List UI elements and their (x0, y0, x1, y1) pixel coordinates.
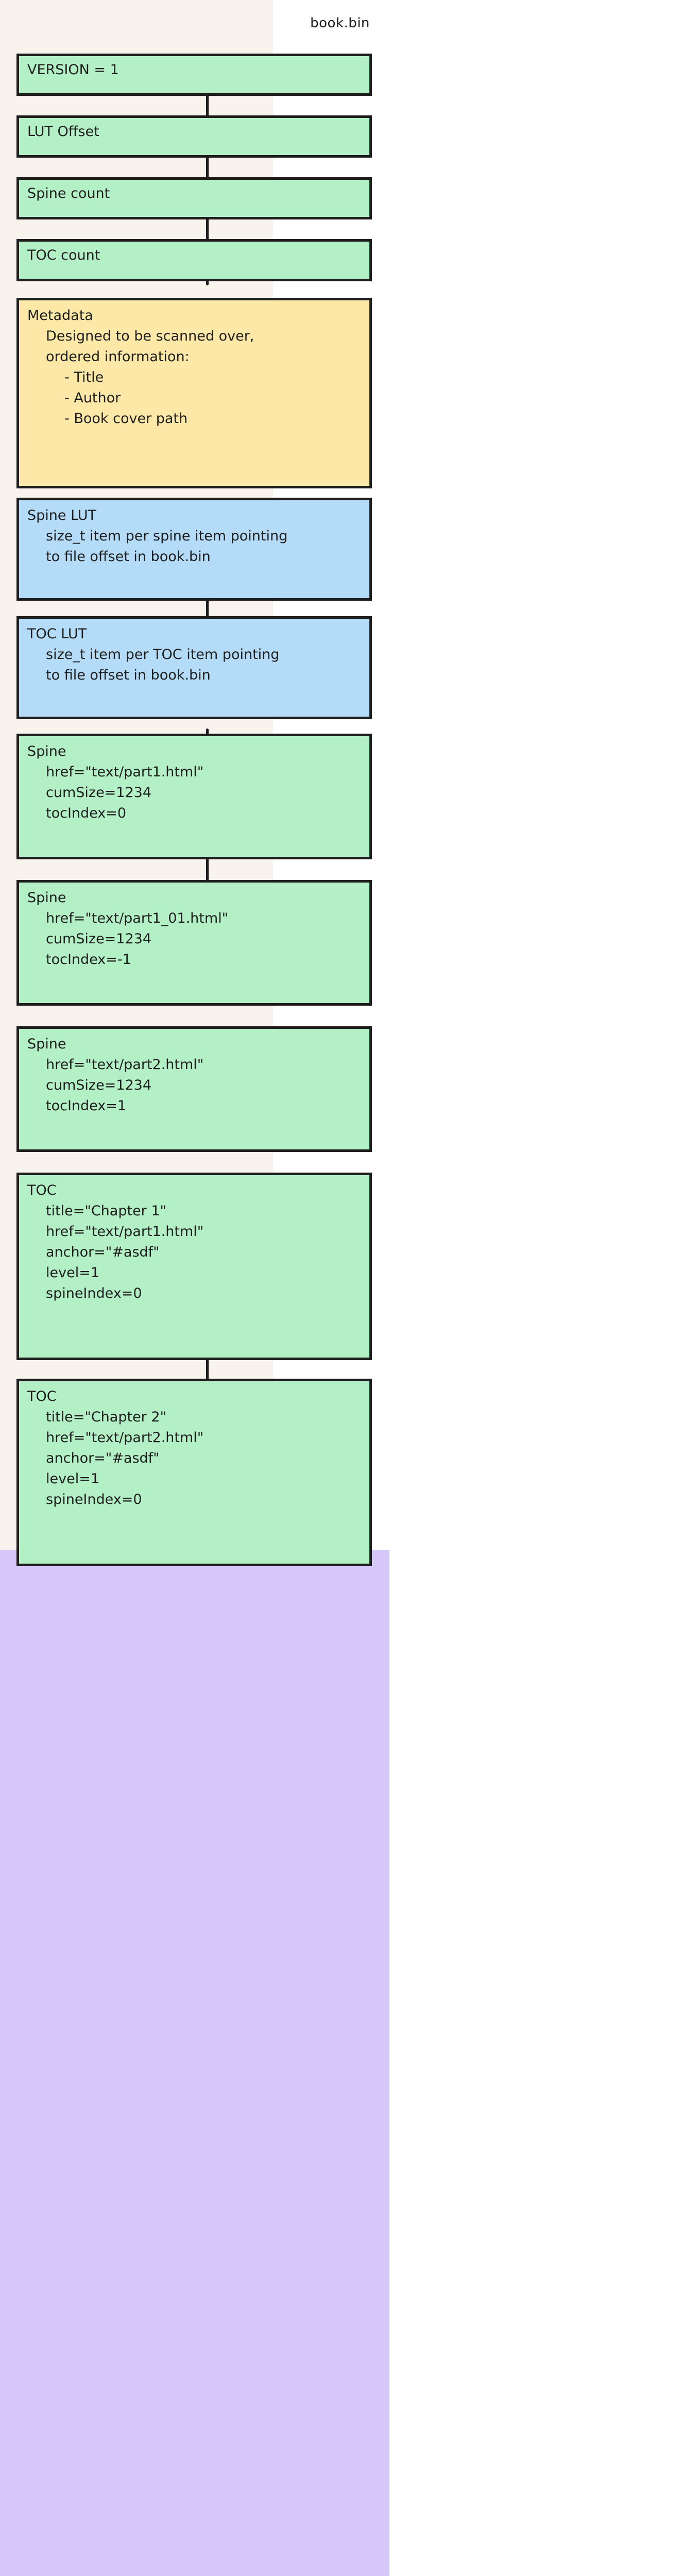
box-text-line: title="Chapter 1" (46, 1203, 166, 1219)
box-text-line: to file offset in book.bin (46, 667, 211, 683)
box-text-line: VERSION = 1 (27, 62, 119, 78)
box-text-line: LUT Offset (27, 124, 99, 140)
bracket-fixed-size (206, 54, 209, 285)
box-text-line: ordered information: (46, 349, 190, 365)
box-text-line: Designed to be scanned over, (46, 328, 254, 344)
box-text-line: tocIndex=0 (46, 805, 127, 821)
box-text-line: cumSize=1234 (46, 785, 152, 801)
box-text-line: Metadata (27, 308, 93, 324)
box-text-line: Spine (27, 1036, 66, 1052)
box-text-line: size_t item per TOC item pointing (46, 647, 280, 663)
box-spine-2: Spine href="text/part1_01.html" cumSize=12… (16, 880, 372, 1006)
box-text-line: href="text/part1.html" (46, 1224, 204, 1240)
box-text-line: tocIndex=1 (46, 1098, 127, 1114)
box-text-line: level=1 (46, 1265, 100, 1281)
box-text-line: - Book cover path (64, 411, 188, 427)
box-text-line: level=1 (46, 1471, 100, 1487)
box-text-line: anchor="#asdf" (46, 1244, 160, 1260)
box-toc-2: TOC title="Chapter 2" href="text/part2.htm… (16, 1379, 372, 1566)
box-lut-offset: LUT Offset (16, 115, 372, 158)
box-text-line: TOC LUT (27, 626, 87, 642)
box-text-line: - Title (64, 369, 104, 385)
book-bin-panel: book.bin (0, 15, 389, 2576)
box-text-line: href="text/part1.html" (46, 764, 204, 780)
page-title: book.bin (310, 15, 370, 31)
box-text-line: href="text/part2.html" (46, 1430, 204, 1446)
box-text-line: anchor="#asdf" (46, 1450, 160, 1466)
box-toc-1: TOC title="Chapter 1" href="text/part1.htm… (16, 1173, 372, 1360)
box-text-line: size_t item per spine item pointing (46, 528, 288, 544)
box-text-line: Spine (27, 743, 66, 759)
box-text-line: spineIndex=0 (46, 1285, 142, 1301)
box-toc-lut: TOC LUT size_t item per TOC item pointing… (16, 616, 372, 719)
bracket-knowable-variable (206, 498, 209, 714)
box-text-line: spineIndex=0 (46, 1492, 142, 1507)
box-spine-1: Spine href="text/part1.html" cumSize=1234 t… (16, 734, 372, 859)
box-text-line: Spine count (27, 185, 110, 201)
box-text-line: tocIndex=-1 (46, 952, 131, 968)
box-text-line: cumSize=1234 (46, 931, 152, 947)
box-text-line: Spine (27, 890, 66, 906)
box-text-line: TOC (27, 1182, 57, 1198)
box-text-line: title="Chapter 2" (46, 1409, 166, 1425)
box-version: VERSION = 1 (16, 54, 372, 96)
box-spine-3: Spine href="text/part2.html" cumSize=1234 t… (16, 1026, 372, 1152)
box-spine-count: Spine count (16, 177, 372, 219)
box-text-line: cumSize=1234 (46, 1077, 152, 1093)
file-format-diagram: book.bin Fixed Size Variable size Fixed … (0, 0, 389, 2576)
box-text-line: href="text/part2.html" (46, 1057, 204, 1073)
box-spine-lut: Spine LUT size_t item per spine item poin… (16, 498, 372, 601)
box-text-line: TOC (27, 1388, 57, 1404)
box-text-line: TOC count (27, 247, 100, 263)
box-text-line: to file offset in book.bin (46, 549, 211, 565)
box-text-line: Spine LUT (27, 507, 97, 523)
box-text-line: - Author (64, 390, 121, 406)
box-text-line: href="text/part1_01.html" (46, 910, 229, 926)
box-toc-count: TOC count (16, 239, 372, 281)
